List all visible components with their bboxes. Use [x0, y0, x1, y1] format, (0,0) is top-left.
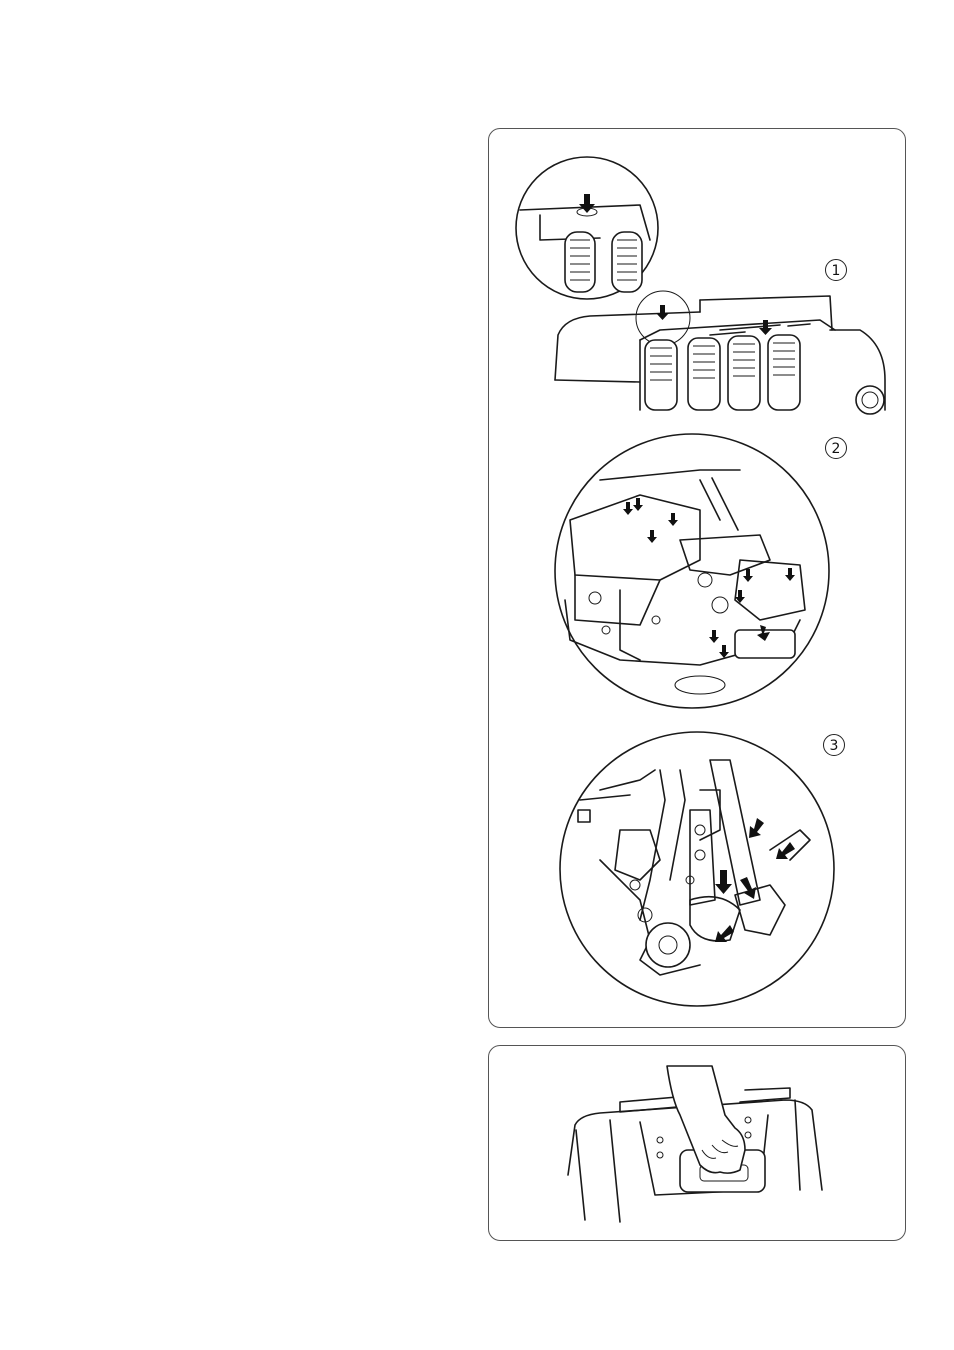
hand-icon: [667, 1066, 745, 1173]
